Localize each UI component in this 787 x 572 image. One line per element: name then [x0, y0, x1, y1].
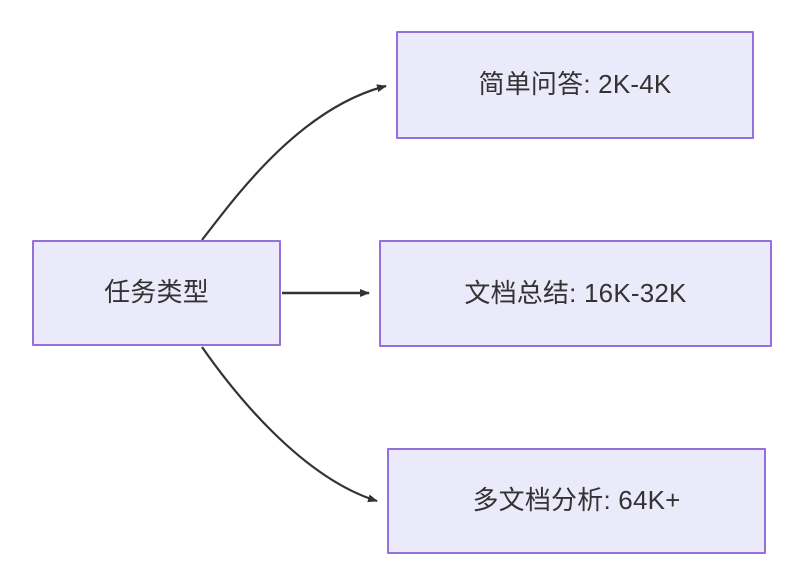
edge-root-multi-doc	[201, 346, 378, 503]
node-task-type[interactable]: 任务类型	[32, 240, 281, 346]
node-multi-doc-label: 多文档分析: 64K+	[472, 485, 681, 516]
node-doc-summary-label: 文档总结: 16K-32K	[464, 277, 687, 308]
edge-root-simple-qa	[201, 84, 387, 241]
node-doc-summary[interactable]: 文档总结: 16K-32K	[379, 240, 772, 347]
node-simple-qa[interactable]: 简单问答: 2K-4K	[396, 31, 754, 139]
node-simple-qa-label: 简单问答: 2K-4K	[478, 69, 672, 100]
node-task-type-label: 任务类型	[104, 277, 209, 308]
node-multi-doc[interactable]: 多文档分析: 64K+	[387, 448, 766, 554]
